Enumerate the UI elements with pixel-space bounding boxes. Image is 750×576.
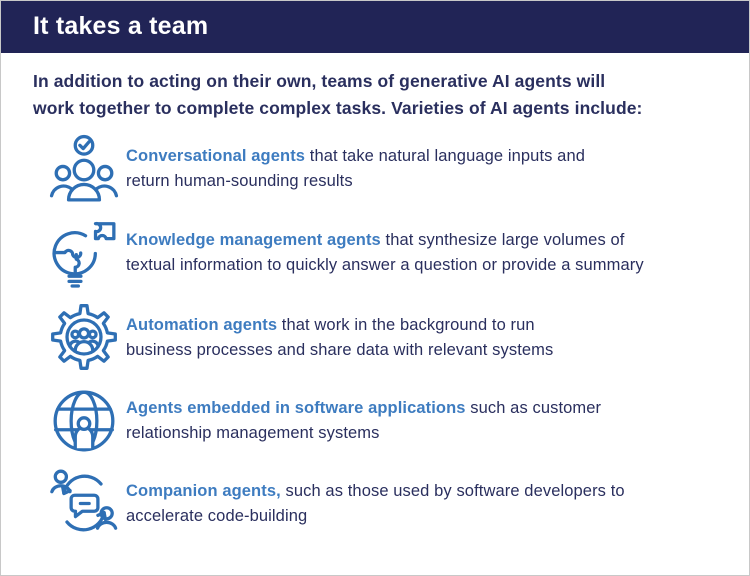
list-item: Knowledge management agents that synthes…	[33, 216, 719, 290]
item-description: such as customer relationship management…	[126, 399, 602, 442]
header-bar: It takes a team	[1, 1, 749, 53]
item-description: that synthesize large volumes of textual…	[126, 231, 644, 274]
list-item: Companion agents, such as those used by …	[33, 468, 719, 540]
item-description: such as those used by software developer…	[126, 482, 625, 525]
item-text: Agents embedded in software applications…	[126, 396, 716, 446]
item-lead: Automation agents	[126, 316, 278, 334]
list-item: Automation agents that work in the backg…	[33, 302, 719, 374]
item-lead: Agents embedded in software applications	[126, 399, 466, 417]
item-lead: Knowledge management agents	[126, 231, 381, 249]
intro-text: In addition to acting on their own, team…	[33, 71, 643, 118]
item-description: that work in the background to run busin…	[126, 316, 554, 359]
item-text: Automation agents that work in the backg…	[126, 313, 716, 363]
conversational-group-check-icon	[48, 134, 120, 204]
page-title: It takes a team	[33, 12, 209, 40]
content-area: In addition to acting on their own, team…	[1, 53, 749, 540]
item-lead: Conversational agents	[126, 147, 306, 165]
item-text: Knowledge management agents that synthes…	[126, 228, 716, 278]
agent-list: Conversational agents that take natural …	[33, 134, 719, 540]
item-lead: Companion agents,	[126, 482, 281, 500]
item-text: Conversational agents that take natural …	[126, 144, 716, 194]
list-item: Conversational agents that take natural …	[33, 134, 719, 204]
companion-chat-exchange-icon	[48, 468, 120, 540]
automation-gear-people-icon	[48, 302, 120, 374]
globe-user-icon	[48, 386, 120, 456]
item-description: that take natural language inputs and re…	[126, 147, 586, 190]
knowledge-puzzle-bulb-icon	[48, 216, 120, 290]
list-item: Agents embedded in software applications…	[33, 386, 719, 456]
item-text: Companion agents, such as those used by …	[126, 479, 716, 529]
